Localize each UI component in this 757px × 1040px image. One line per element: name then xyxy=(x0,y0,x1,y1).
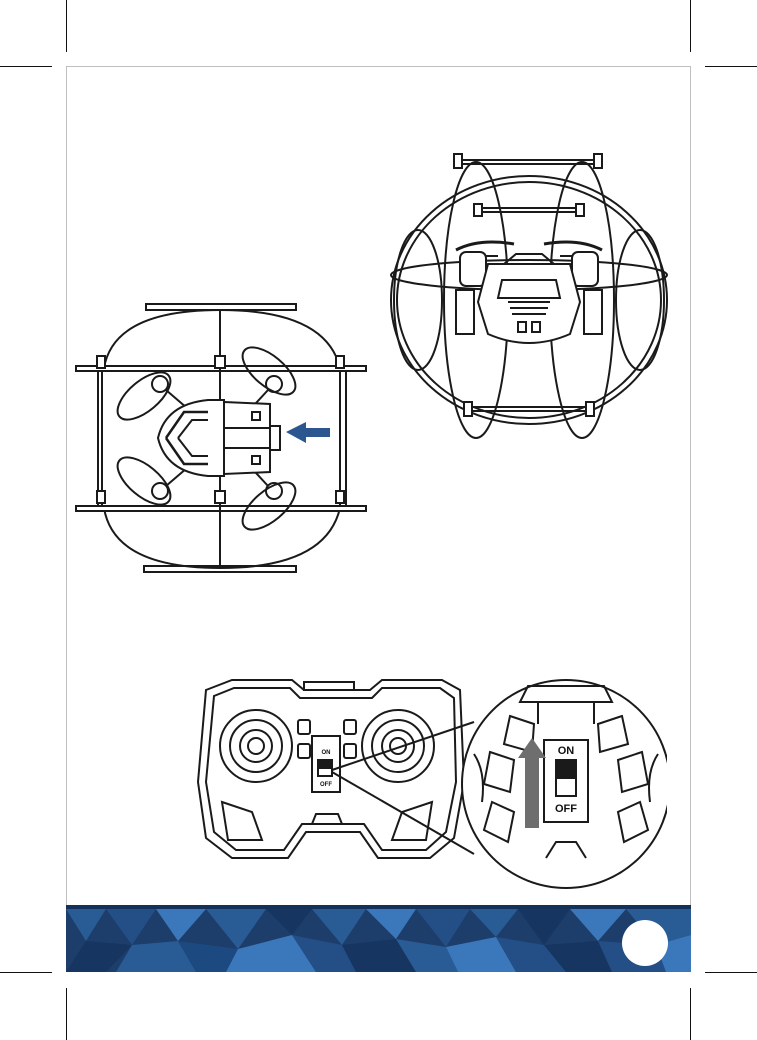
page-number-badge xyxy=(622,920,668,966)
crop-mark-top-left-h xyxy=(0,66,52,67)
zoom-switch-off-label: OFF xyxy=(555,803,577,815)
crop-mark-top-right-v xyxy=(690,0,691,52)
remote-switch-on-label: ON xyxy=(322,750,331,756)
crop-mark-bottom-right-h xyxy=(705,972,757,973)
crop-mark-bottom-left-h xyxy=(0,972,52,973)
remote-switch-off-label: OFF xyxy=(320,782,332,788)
zoom-switch-on-label: ON xyxy=(558,745,575,757)
crop-mark-bottom-right-v xyxy=(690,988,691,1040)
remote-controller-illustration: ON OFF ON OFF xyxy=(192,662,667,890)
crop-mark-top-right-h xyxy=(705,66,757,67)
crop-mark-bottom-left-v xyxy=(66,988,67,1040)
drone-front-view-illustration xyxy=(384,152,674,442)
crop-mark-top-left-v xyxy=(66,0,67,52)
arrow-left-icon xyxy=(286,422,330,443)
drone-top-view-illustration xyxy=(74,296,374,581)
footer-pattern-band xyxy=(66,905,691,972)
